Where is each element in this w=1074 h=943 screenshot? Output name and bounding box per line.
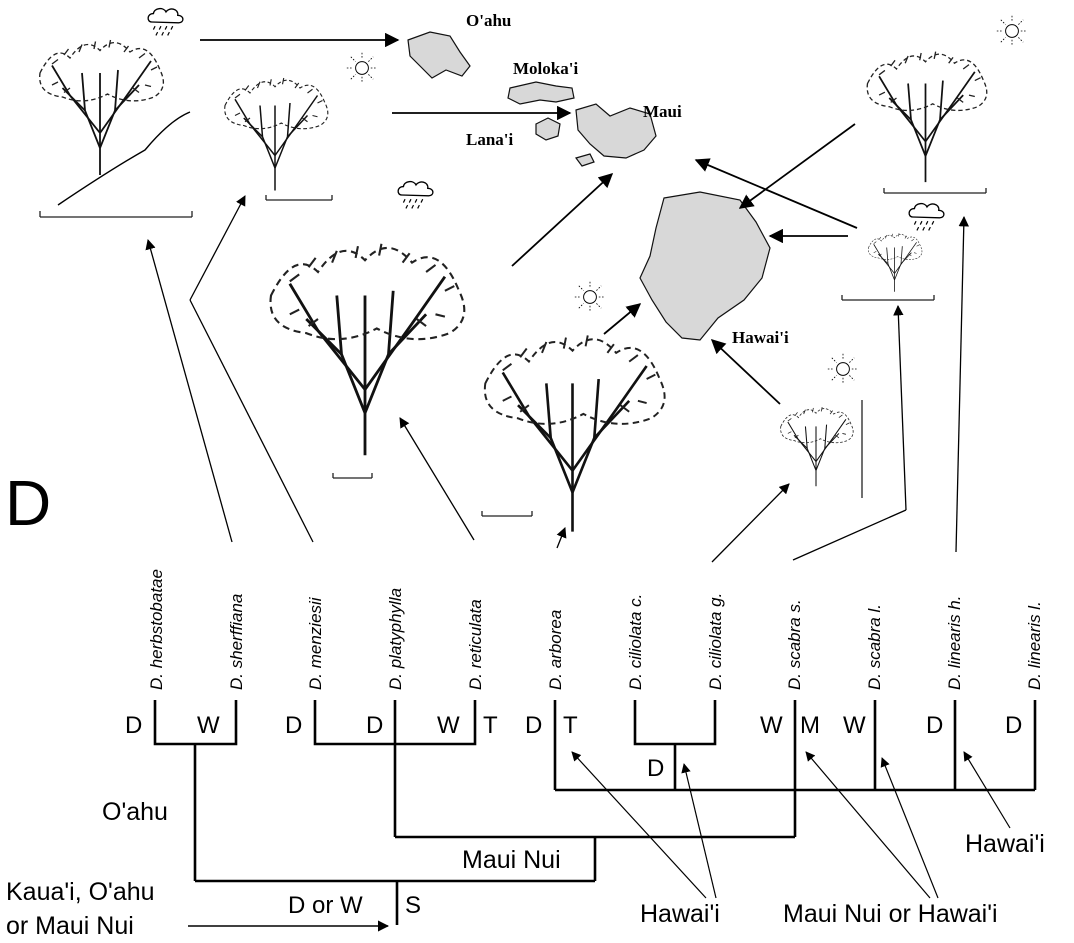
state-label: W [760,712,783,739]
island-hawaii-shape [640,192,770,340]
sun-icon [828,354,858,384]
state-label: D or W [288,892,363,919]
taxon-label: D. linearis h. [945,596,964,690]
rain-cloud-icon [909,204,944,231]
taxon-label: D. arborea [546,610,565,690]
state-label: T [483,712,498,739]
taxon-label: D. ciliolata g. [706,593,725,690]
island-kahoolawe-shape [576,154,594,166]
taxon-labels: D. herbstobatae D. sherffiana D. menzies… [147,569,1044,690]
illustration-ciliolata [781,400,862,498]
taxon-to-illustration-arrows [148,196,964,562]
region-label-root-2: or Maui Nui [6,912,134,940]
rain-cloud-icon [398,182,433,209]
state-label: D [647,755,664,782]
state-label: S [405,892,421,919]
state-label: W [437,712,460,739]
illustration-platyphylla [271,244,465,478]
island-label-hawaii: Hawai'i [732,328,789,347]
illustration-sherffiana [225,78,332,200]
state-label: W [843,712,866,739]
state-label: D [285,712,302,739]
region-pointer-arrows [572,752,1010,898]
state-label: T [563,712,578,739]
character-states: D W D D W T D T D W M W D D D or W S [125,712,1022,919]
region-label-oahu: O'ahu [102,798,168,826]
illustration-linearis [867,52,987,193]
illustration-herbstobatae [40,40,192,217]
taxon-label: D. herbstobatae [147,569,166,690]
taxon-label: D. linearis l. [1025,601,1044,690]
state-label: D [1005,712,1022,739]
sun-icon [575,282,605,312]
island-lanai-shape [536,118,560,140]
state-label: D [926,712,943,739]
state-label: D [125,712,142,739]
island-label-molokai: Moloka'i [513,59,578,78]
region-labels: O'ahu Maui Nui Kaua'i, O'ahu or Maui Nui… [6,798,1045,940]
taxon-label: D. platyphylla [386,588,405,690]
region-label-mauinui-or-hawaii: Maui Nui or Hawai'i [783,900,998,928]
state-label: D [366,712,383,739]
island-label-maui: Maui [643,102,682,121]
taxon-label: D. reticulata [466,599,485,690]
region-label-hawaii-b: Hawai'i [965,830,1045,858]
island-label-lanai: Lana'i [466,130,514,149]
taxon-label: D. ciliolata c. [626,594,645,690]
region-label-hawaii-a: Hawai'i [640,900,720,928]
state-label: W [197,712,220,739]
illustration-scabra [842,233,934,300]
state-label: M [800,712,820,739]
taxon-label: D. scabra s. [785,599,804,690]
illustration-arborea [482,335,665,531]
island-label-oahu: O'ahu [466,11,511,30]
state-label: D [525,712,542,739]
island-oahu-shape [408,32,470,78]
panel-label: D [5,467,51,539]
region-label-root-1: Kaua'i, O'ahu [6,878,155,906]
taxon-label: D. scabra l. [865,604,884,690]
island-molokai-shape [508,82,574,104]
taxon-label: D. menziesii [306,596,325,690]
sun-icon [347,53,377,83]
region-label-mauinui: Maui Nui [462,846,561,874]
taxon-label: D. sherffiana [227,594,246,690]
sun-icon [997,16,1027,46]
rain-cloud-icon [148,9,183,36]
